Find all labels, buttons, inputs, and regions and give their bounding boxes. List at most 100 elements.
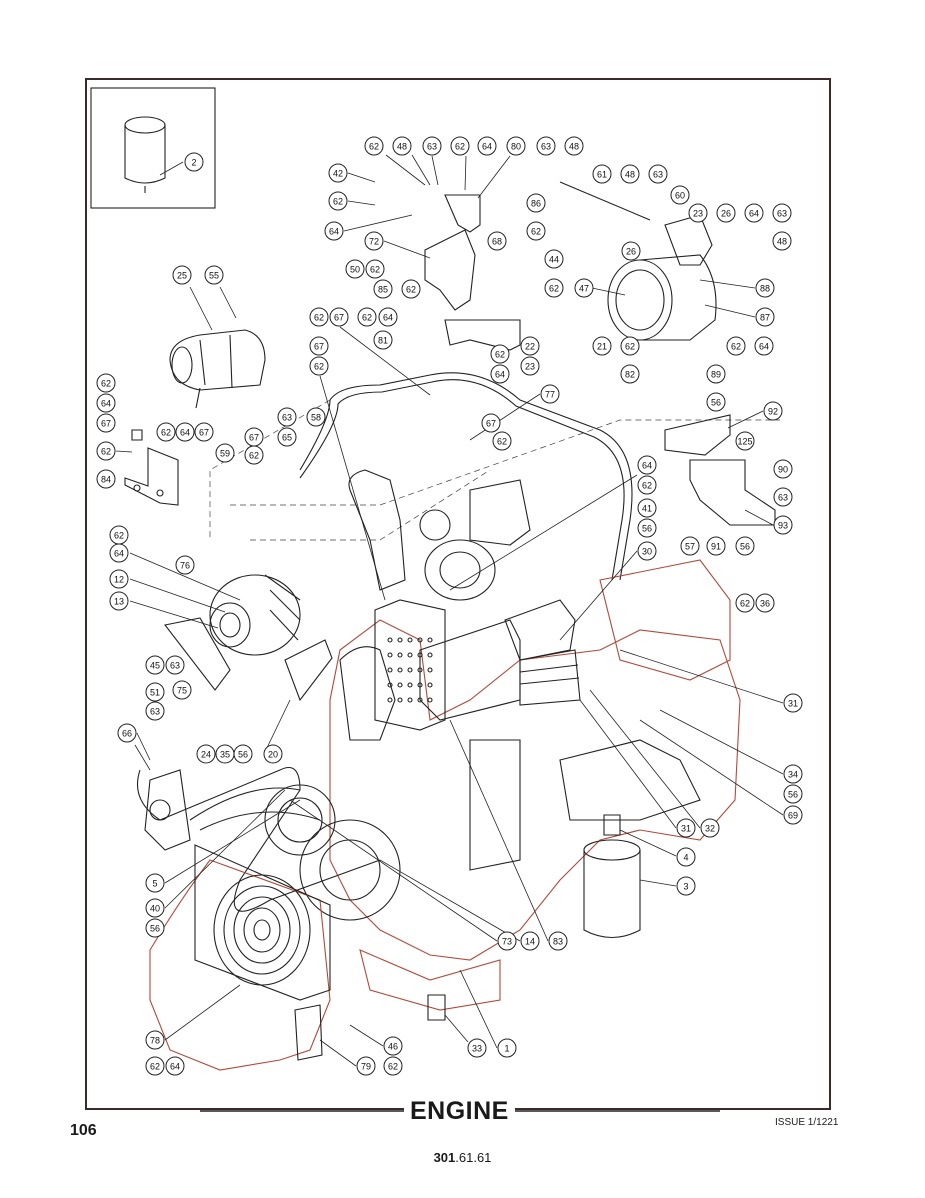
- callout-number: 26: [626, 247, 636, 257]
- callout-circle: [735, 536, 755, 556]
- callout-circle: [109, 569, 129, 589]
- callout-63: 63: [277, 407, 297, 427]
- callout-number: 67: [101, 419, 111, 429]
- callout-62: 62: [96, 373, 116, 393]
- callout-number: 36: [760, 599, 770, 609]
- callout-number: 34: [788, 770, 798, 780]
- callout-circle: [356, 1056, 376, 1076]
- callout-number: 47: [579, 284, 589, 294]
- callout-62: 62: [490, 344, 510, 364]
- callout-circle: [520, 336, 540, 356]
- callout-circle: [620, 364, 640, 384]
- engine-block: [264, 559, 741, 961]
- callout-circle: [156, 422, 176, 442]
- callout-47: 47: [574, 278, 594, 298]
- callout-50: 50: [345, 259, 365, 279]
- callout-number: 62: [370, 265, 380, 275]
- callout-64: 64: [490, 364, 510, 384]
- callout-circle: [467, 1038, 487, 1058]
- oil-pan: [359, 949, 501, 1011]
- callout-48: 48: [564, 136, 584, 156]
- callout-number: 85: [378, 285, 388, 295]
- callout-circle: [175, 555, 195, 575]
- callout-24: 24: [196, 744, 216, 764]
- callout-63: 63: [648, 164, 668, 184]
- callout-circle: [233, 744, 253, 764]
- callout-84: 84: [96, 469, 116, 489]
- callout-circle: [194, 422, 214, 442]
- callout-circle: [306, 407, 326, 427]
- callout-number: 67: [199, 428, 209, 438]
- callout-number: 86: [531, 199, 541, 209]
- callout-67: 67: [244, 427, 264, 447]
- callout-circle: [735, 431, 755, 451]
- callout-56: 56: [233, 744, 253, 764]
- callout-number: 48: [569, 142, 579, 152]
- callout-62: 62: [364, 136, 384, 156]
- callout-circle: [145, 898, 165, 918]
- callout-number: 22: [525, 342, 535, 352]
- callout-circle: [490, 344, 510, 364]
- callout-circle: [309, 356, 329, 376]
- callout-circle: [401, 279, 421, 299]
- alternator: [129, 552, 333, 702]
- callout-circle: [620, 164, 640, 184]
- callout-number: 62: [731, 342, 741, 352]
- callout-circle: [422, 136, 442, 156]
- callout-62: 62: [244, 445, 264, 465]
- callout-number: 84: [101, 475, 111, 485]
- callout-circle: [145, 1030, 165, 1050]
- callout-number: 62: [495, 350, 505, 360]
- callout-number: 80: [511, 142, 521, 152]
- doc-number-rest: .61.61: [455, 1150, 492, 1165]
- callout-93: 93: [773, 515, 793, 535]
- callout-62: 62: [309, 307, 329, 327]
- callout-81: 81: [373, 330, 393, 350]
- callout-circle: [676, 876, 696, 896]
- callout-30: 30: [637, 541, 657, 561]
- callout-circle: [755, 278, 775, 298]
- callout-number: 62: [625, 342, 635, 352]
- callout-48: 48: [392, 136, 412, 156]
- callout-number: 63: [541, 142, 551, 152]
- callout-number: 64: [482, 142, 492, 152]
- callout-62: 62: [492, 431, 512, 451]
- callout-2: 2: [184, 152, 204, 172]
- callout-circle: [373, 330, 393, 350]
- bracket-92: [664, 414, 731, 456]
- callout-circle: [544, 249, 564, 269]
- callout-circle: [165, 655, 185, 675]
- callout-45: 45: [145, 655, 165, 675]
- callout-circle: [365, 259, 385, 279]
- callout-circle: [364, 136, 384, 156]
- callout-number: 77: [545, 390, 555, 400]
- callout-number: 35: [220, 750, 230, 760]
- callout-62: 62: [357, 307, 377, 327]
- callout-20: 20: [263, 744, 283, 764]
- callout-number: 14: [525, 937, 535, 947]
- callout-number: 48: [397, 142, 407, 152]
- callout-78: 78: [145, 1030, 165, 1050]
- callout-circle: [688, 203, 708, 223]
- callout-circle: [676, 847, 696, 867]
- doc-number-bold: 301: [433, 1150, 456, 1165]
- callout-63: 63: [773, 487, 793, 507]
- callout-62: 62: [450, 136, 470, 156]
- fan-guard: [149, 844, 331, 1071]
- callout-64: 64: [165, 1056, 185, 1076]
- callout-number: 60: [675, 191, 685, 201]
- callout-number: 64: [383, 313, 393, 323]
- callout-number: 51: [150, 688, 160, 698]
- callout-62: 62: [544, 278, 564, 298]
- callout-circle: [345, 259, 365, 279]
- callout-number: 64: [642, 461, 652, 471]
- callout-circle: [706, 536, 726, 556]
- callout-circle: [204, 265, 224, 285]
- callout-circle: [263, 744, 283, 764]
- callout-55: 55: [204, 265, 224, 285]
- callout-number: 65: [282, 433, 292, 443]
- callout-circle: [620, 336, 640, 356]
- callout-number: 68: [492, 237, 502, 247]
- callout-circle: [364, 231, 384, 251]
- callout-circle: [117, 723, 137, 743]
